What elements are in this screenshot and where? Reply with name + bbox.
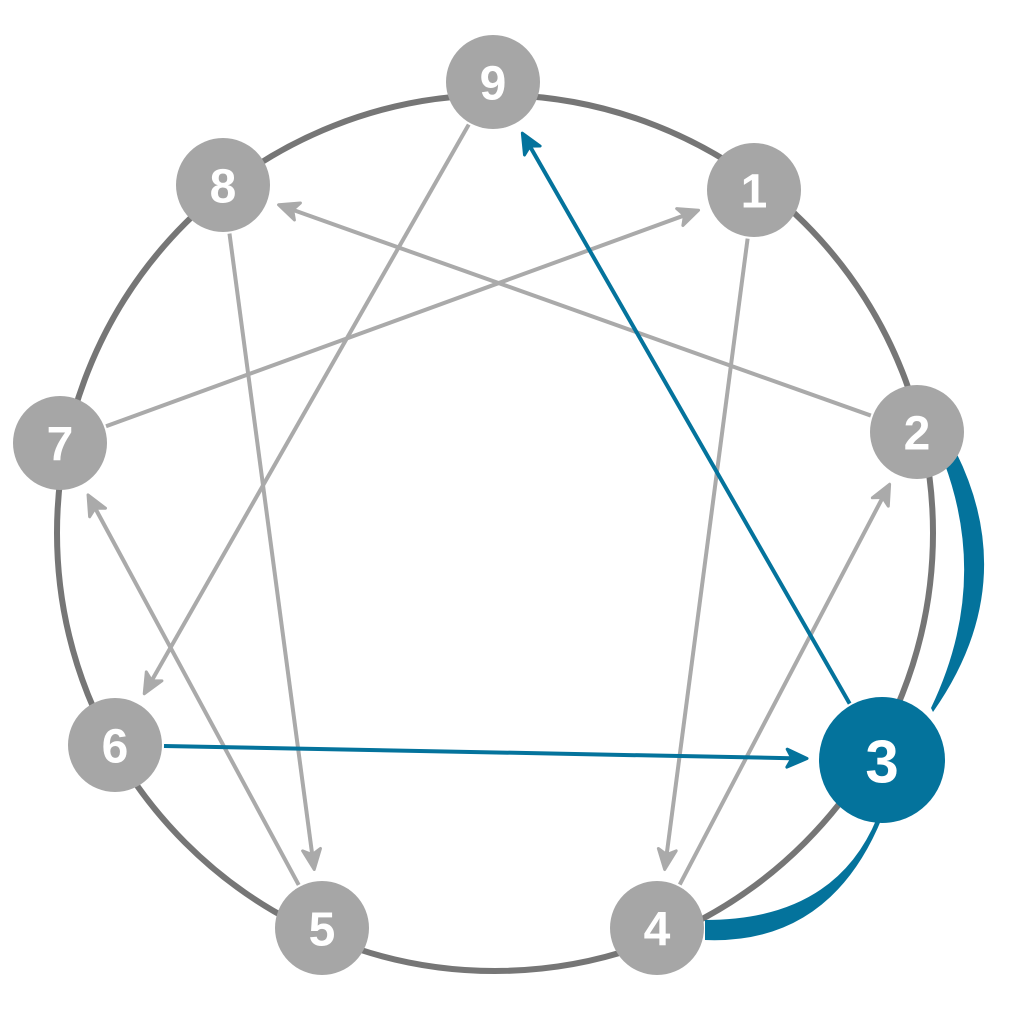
arrowhead-icon: [870, 482, 892, 508]
node-label: 2: [904, 408, 931, 461]
edge-line: [227, 233, 315, 854]
node-2: 2: [870, 385, 964, 479]
arrowhead-icon: [656, 847, 678, 872]
node-circle: [819, 697, 945, 823]
wing-4-3: [705, 818, 882, 941]
edge-8-to-5: [227, 233, 322, 872]
node-circle: [870, 385, 964, 479]
arrowhead-icon: [785, 747, 809, 769]
node-label: 4: [644, 904, 671, 957]
node-6: 6: [68, 698, 162, 792]
edge-4-to-2: [677, 482, 892, 886]
node-label: 1: [741, 166, 768, 219]
node-8: 8: [176, 138, 270, 232]
arrowhead-icon: [520, 131, 542, 157]
wing-2-3: [931, 452, 985, 712]
node-circle: [13, 396, 107, 490]
edge-5-to-7: [86, 493, 301, 886]
node-7: 7: [13, 396, 107, 490]
edge-6-to-3: [163, 743, 809, 769]
node-circle: [446, 35, 540, 129]
node-label: 3: [865, 729, 898, 796]
node-circle: [176, 138, 270, 232]
node-circle: [275, 881, 369, 975]
node-label: 6: [102, 721, 129, 774]
node-label: 8: [210, 161, 237, 214]
node-3: 3: [819, 697, 945, 823]
edge-line: [664, 238, 750, 854]
node-4: 4: [610, 881, 704, 975]
enneagram-ring: [54, 92, 936, 974]
edges-layer: [86, 123, 892, 886]
node-5: 5: [275, 881, 369, 975]
node-9: 9: [446, 35, 540, 129]
edge-line: [677, 497, 884, 886]
arrowhead-icon: [675, 207, 701, 228]
edge-line: [150, 123, 471, 681]
edge-line: [105, 213, 685, 429]
node-circle: [68, 698, 162, 792]
edge-7-to-1: [105, 207, 701, 429]
edge-9-to-6: [142, 123, 471, 696]
node-1: 1: [707, 143, 801, 237]
edge-1-to-4: [656, 238, 750, 872]
arrowhead-icon: [277, 201, 302, 222]
edge-3-to-9: [520, 131, 852, 705]
edge-line: [163, 743, 792, 761]
arrowhead-icon: [301, 847, 322, 872]
edge-line: [528, 146, 852, 705]
edge-line: [292, 208, 872, 418]
node-label: 7: [47, 419, 74, 472]
node-label: 5: [309, 904, 336, 957]
nodes-layer: 9 1 2 3 4 5 6 7 8: [13, 35, 964, 975]
node-circle: [610, 881, 704, 975]
node-label: 9: [480, 58, 507, 111]
node-circle: [707, 143, 801, 237]
edge-2-to-8: [277, 201, 872, 418]
arrowhead-icon: [86, 493, 107, 519]
edge-line: [93, 508, 301, 886]
arrowhead-icon: [142, 670, 164, 696]
